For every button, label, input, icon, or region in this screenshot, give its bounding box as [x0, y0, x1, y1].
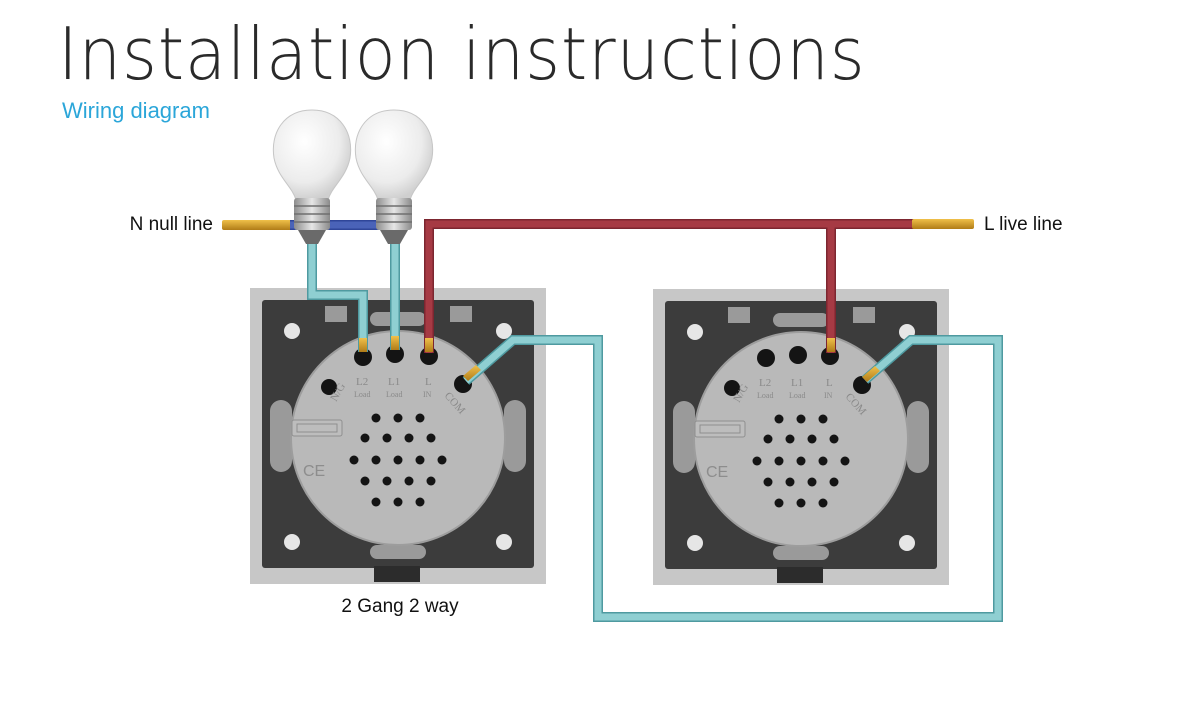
terminal-label-l: L — [425, 376, 432, 388]
ce-mark: CE — [303, 463, 325, 480]
live-wire — [424, 219, 974, 353]
switch-module — [290, 330, 506, 546]
terminal-l2 — [354, 348, 372, 366]
ce-mark: CE — [706, 464, 728, 481]
switch-right: CE N/G L2 Load L1 Load L IN COM — [653, 289, 949, 585]
terminal-label-l2: L2 — [759, 377, 771, 389]
neutral-line-label: N null line — [130, 214, 213, 235]
terminal-ng — [321, 379, 337, 395]
terminal-label-l2: L2 — [356, 376, 368, 388]
load-wires — [307, 244, 400, 352]
terminal-sub-l2: Load — [354, 390, 370, 399]
light-bulb-1 — [272, 109, 352, 244]
terminal-label-l1: L1 — [388, 376, 400, 388]
page-title: Installation instructions — [58, 12, 866, 96]
switch-left: CE N/G L2 Load L1 Load L IN COM — [250, 288, 546, 584]
vent-holes — [752, 414, 850, 508]
terminal-l2 — [757, 349, 775, 367]
terminal-sub-l1: Load — [789, 391, 805, 400]
terminal-ng — [724, 380, 740, 396]
terminal-l1 — [789, 346, 807, 364]
terminal-label-l: L — [826, 377, 833, 389]
terminal-sub-l2: Load — [757, 391, 773, 400]
live-line-label: L live line — [984, 214, 1063, 235]
terminal-sub-in: IN — [824, 391, 833, 400]
terminal-sub-in: IN — [423, 390, 432, 399]
page-subtitle: Wiring diagram — [62, 98, 210, 123]
terminal-label-l1: L1 — [791, 377, 803, 389]
light-bulb-2 — [354, 109, 434, 244]
traveler-wire — [462, 335, 1003, 622]
wire-ends — [359, 336, 880, 382]
vent-holes — [349, 413, 447, 507]
switch-caption: 2 Gang 2 way — [341, 596, 459, 617]
terminal-sub-l1: Load — [386, 390, 402, 399]
